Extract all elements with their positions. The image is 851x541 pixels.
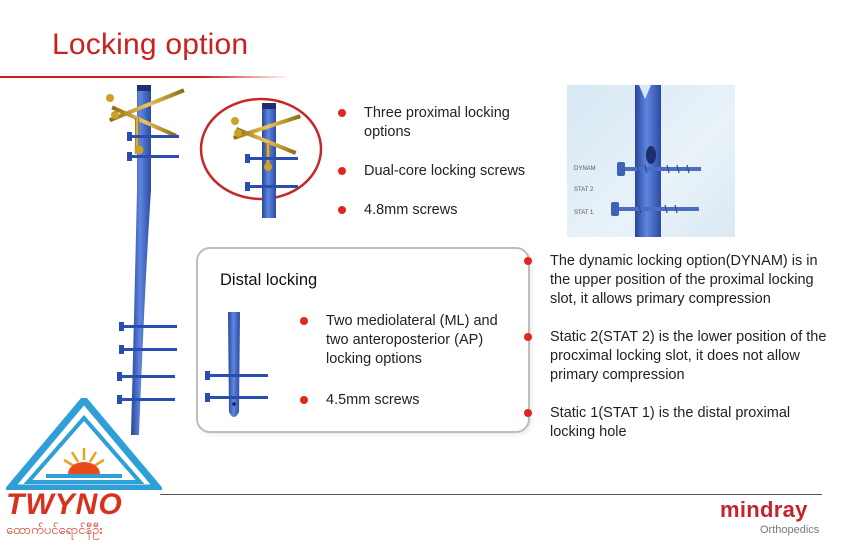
right-bullet-list: The dynamic locking option(DYNAM) is in … <box>524 252 836 442</box>
twyno-brand-text: TWYNO <box>6 488 123 521</box>
dynam-label: DYNAM <box>574 166 596 172</box>
mindray-subtitle: Orthopedics <box>760 524 820 536</box>
title-underline <box>0 76 290 78</box>
distal-bullet: 4.5mm screws <box>300 391 515 410</box>
distal-nail-illustration <box>205 312 268 417</box>
footer-divider <box>160 494 822 495</box>
right-bullet: Static 1(STAT 1) is the distal proximal … <box>524 404 836 442</box>
twyno-subtitle: ထောက်ပင်ရောင်နီဦး <box>6 522 103 537</box>
distal-locking-panel <box>196 247 530 433</box>
full-nail-illustration <box>106 85 185 435</box>
stat2-label: STAT 2 <box>574 187 594 193</box>
locking-slot-illustration <box>611 85 701 237</box>
proximal-bullet: 4.8mm screws <box>338 201 538 220</box>
right-bullet: Static 2(STAT 2) is the lower position o… <box>524 328 836 385</box>
twyno-logo-icon <box>6 398 162 490</box>
distal-bullet-list: Two mediolateral (ML) and two anteropost… <box>300 312 515 410</box>
mindray-brand-text: mindray <box>720 497 808 522</box>
distal-bullet: Two mediolateral (ML) and two anteropost… <box>300 312 515 369</box>
right-bullet: The dynamic locking option(DYNAM) is in … <box>524 252 836 309</box>
highlight-circle <box>199 97 323 201</box>
distal-locking-title: Distal locking <box>220 271 318 289</box>
proximal-bullet-list: Three proximal locking options Dual-core… <box>338 104 538 220</box>
proximal-zoom-illustration <box>199 97 323 218</box>
proximal-bullet: Dual-core locking screws <box>338 162 538 181</box>
proximal-bullet: Three proximal locking options <box>338 104 538 142</box>
stat1-label: STAT 1 <box>574 210 594 216</box>
page-title: Locking option <box>52 28 249 61</box>
